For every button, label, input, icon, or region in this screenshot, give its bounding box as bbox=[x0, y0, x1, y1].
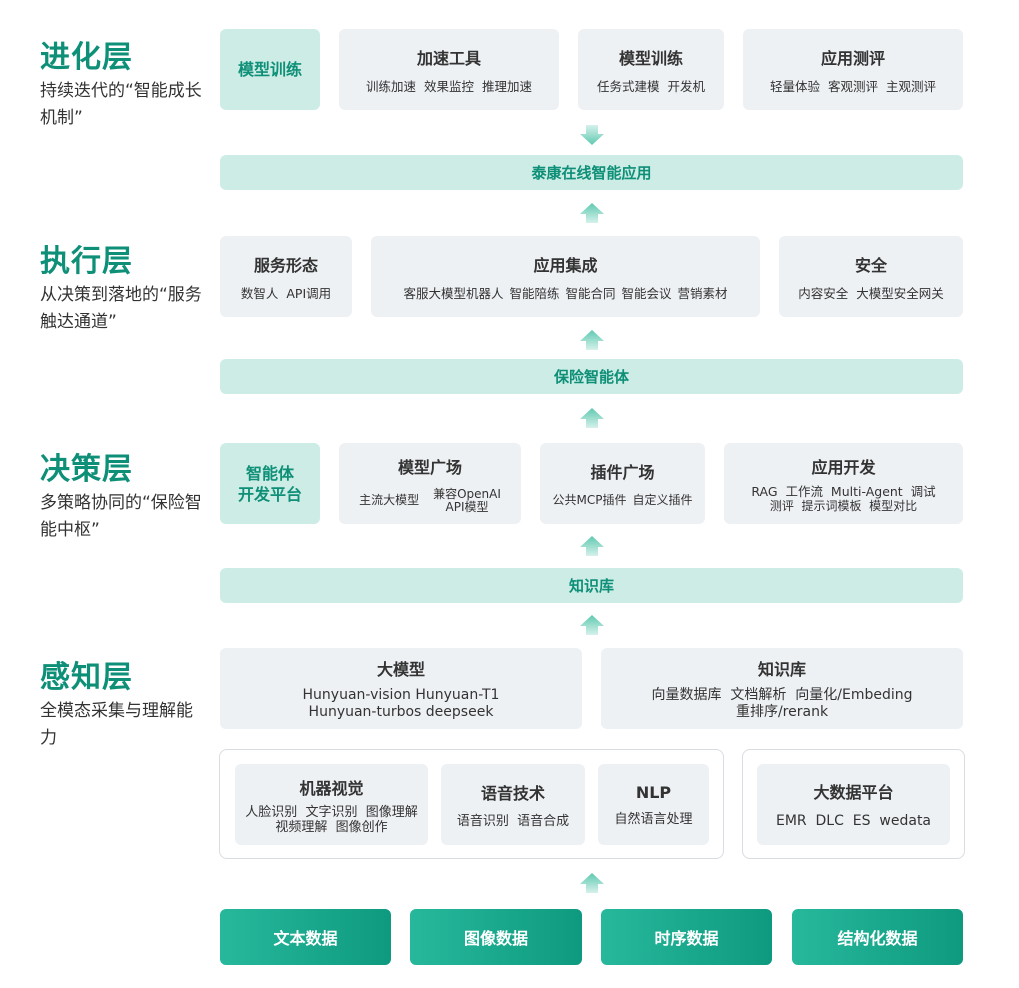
arrow-up-icon bbox=[580, 203, 604, 223]
model-square-title: 模型广场 bbox=[397, 457, 462, 477]
model-square-box: 模型广场 主流大模型 兼容OpenAI API模型 bbox=[339, 443, 521, 524]
app-dev-title: 应用开发 bbox=[811, 457, 876, 477]
kb-line: 重排序/rerank bbox=[735, 704, 829, 720]
security-item: 大模型安全网关 bbox=[856, 286, 944, 301]
arrow-up-icon bbox=[580, 873, 604, 893]
plugin-square-item: 公共MCP插件 bbox=[552, 493, 627, 507]
accel-tools-box: 加速工具 训练加速 效果监控 推理加速 bbox=[339, 29, 559, 110]
app-integration-item: 智能合同 bbox=[565, 286, 616, 301]
data-source-timeseries: 时序数据 bbox=[601, 909, 772, 965]
accel-tools-item: 训练加速 bbox=[365, 79, 416, 94]
llm-line: Hunyuan-vision Hunyuan-T1 bbox=[302, 687, 500, 703]
arrow-down-icon bbox=[580, 125, 604, 145]
service-form-item: API调用 bbox=[286, 286, 332, 301]
bar-knowledge-base: 知识库 bbox=[220, 568, 963, 603]
app-dev-box: 应用开发 RAG 工作流 Multi-Agent 调试 测评 提示词模板 模型对… bbox=[724, 443, 963, 524]
layer-desc-evolution: 持续迭代的“智能成长机制” bbox=[40, 81, 202, 128]
kb-line: 向量数据库 文档解析 向量化/Embeding bbox=[651, 687, 913, 703]
model-square-item-line: 兼容OpenAI bbox=[433, 486, 501, 501]
vision-box: 机器视觉 人脸识别 文字识别 图像理解 视频理解 图像创作 bbox=[235, 764, 428, 845]
agent-platform-line1: 智能体 bbox=[245, 463, 294, 483]
model-square-item: 主流大模型 bbox=[359, 493, 420, 507]
arrow-up-icon bbox=[580, 408, 604, 428]
app-integration-item: 营销素材 bbox=[677, 286, 728, 301]
bigdata-title: 大数据平台 bbox=[813, 783, 894, 802]
security-title: 安全 bbox=[854, 256, 887, 275]
bar-agent: 保险智能体 bbox=[220, 359, 963, 394]
evolution-highlight-box: 模型训练 bbox=[220, 29, 320, 110]
app-integration-item: 客服大模型机器人 bbox=[403, 286, 504, 301]
speech-box: 语音技术 语音识别 语音合成 bbox=[441, 764, 585, 845]
accel-tools-title: 加速工具 bbox=[416, 49, 481, 68]
speech-title: 语音技术 bbox=[480, 784, 545, 803]
data-source-text: 文本数据 bbox=[220, 909, 391, 965]
accel-tools-item: 推理加速 bbox=[482, 79, 533, 94]
app-integration-item: 智能陪练 bbox=[509, 286, 560, 301]
evolution-highlight-label: 模型训练 bbox=[237, 60, 302, 79]
llm-box: 大模型 Hunyuan-vision Hunyuan-T1 Hunyuan-tu… bbox=[220, 648, 582, 729]
app-dev-line: RAG 工作流 Multi-Agent 调试 bbox=[751, 483, 936, 499]
model-training-item: 开发机 bbox=[667, 79, 706, 94]
plugin-square-title: 插件广场 bbox=[590, 463, 655, 482]
arrow-up-icon bbox=[580, 615, 604, 635]
model-square-item-line: API模型 bbox=[445, 499, 489, 514]
app-eval-title: 应用测评 bbox=[820, 49, 885, 68]
app-integration-title: 应用集成 bbox=[533, 256, 598, 275]
app-integration-item: 智能会议 bbox=[621, 286, 672, 301]
kb-box: 知识库 向量数据库 文档解析 向量化/Embeding 重排序/rerank bbox=[601, 648, 963, 729]
service-form-box: 服务形态 数智人 API调用 bbox=[220, 236, 352, 317]
model-training-title: 模型训练 bbox=[618, 49, 683, 68]
nlp-line: 自然语言处理 bbox=[614, 811, 693, 827]
service-form-item: 数智人 bbox=[240, 286, 279, 301]
bigdata-box: 大数据平台 EMR DLC ES wedata bbox=[757, 764, 950, 845]
speech-line: 语音识别 语音合成 bbox=[456, 814, 570, 829]
layer-desc-execution: 从决策到落地的“服务触达通道” bbox=[40, 285, 202, 332]
vision-line: 人脸识别 文字识别 图像理解 bbox=[245, 804, 418, 820]
arrow-up-icon bbox=[580, 330, 604, 350]
nlp-box: NLP 自然语言处理 bbox=[598, 764, 709, 845]
layer-title-execution: 执行层 bbox=[40, 244, 133, 279]
vision-title: 机器视觉 bbox=[299, 778, 364, 798]
data-source-structured: 结构化数据 bbox=[792, 909, 963, 965]
llm-title: 大模型 bbox=[376, 660, 425, 679]
bigdata-line: EMR DLC ES wedata bbox=[775, 813, 932, 829]
layer-desc-decision: 多策略协同的“保险智能中枢” bbox=[40, 493, 202, 540]
model-training-item: 任务式建模 bbox=[596, 79, 660, 94]
vision-line: 视频理解 图像创作 bbox=[275, 819, 388, 835]
data-source-image: 图像数据 bbox=[410, 909, 582, 965]
model-training-box: 模型训练 任务式建模 开发机 bbox=[578, 29, 724, 110]
plugin-square-box: 插件广场 公共MCP插件 自定义插件 bbox=[540, 443, 705, 524]
kb-title: 知识库 bbox=[757, 660, 806, 679]
bar-app: 泰康在线智能应用 bbox=[220, 155, 963, 190]
accel-tools-item: 效果监控 bbox=[423, 79, 474, 94]
app-eval-item: 轻量体验 bbox=[769, 79, 820, 94]
agent-platform-line2: 开发平台 bbox=[237, 484, 302, 504]
arrow-up-icon bbox=[580, 536, 604, 556]
app-eval-item: 主观测评 bbox=[886, 79, 937, 94]
security-box: 安全 内容安全 大模型安全网关 bbox=[779, 236, 963, 317]
plugin-square-item: 自定义插件 bbox=[632, 493, 693, 507]
model-square-item-compat: 兼容OpenAI API模型 bbox=[433, 486, 501, 514]
app-dev-line: 测评 提示词模板 模型对比 bbox=[769, 498, 918, 513]
layer-title-perception: 感知层 bbox=[40, 660, 133, 695]
llm-line: Hunyuan-turbos deepseek bbox=[308, 704, 494, 720]
security-item: 内容安全 bbox=[798, 286, 849, 301]
agent-platform-box: 智能体 开发平台 bbox=[220, 443, 320, 524]
nlp-title: NLP bbox=[635, 782, 672, 802]
app-eval-item: 客观测评 bbox=[827, 79, 878, 94]
layer-desc-perception: 全模态采集与理解能力 bbox=[40, 701, 193, 748]
app-eval-box: 应用测评 轻量体验 客观测评 主观测评 bbox=[743, 29, 963, 110]
layer-title-decision: 决策层 bbox=[40, 452, 133, 487]
app-integration-box: 应用集成 客服大模型机器人 智能陪练 智能合同 智能会议 营销素材 bbox=[371, 236, 760, 317]
service-form-title: 服务形态 bbox=[253, 256, 318, 275]
layer-title-evolution: 进化层 bbox=[40, 40, 133, 75]
